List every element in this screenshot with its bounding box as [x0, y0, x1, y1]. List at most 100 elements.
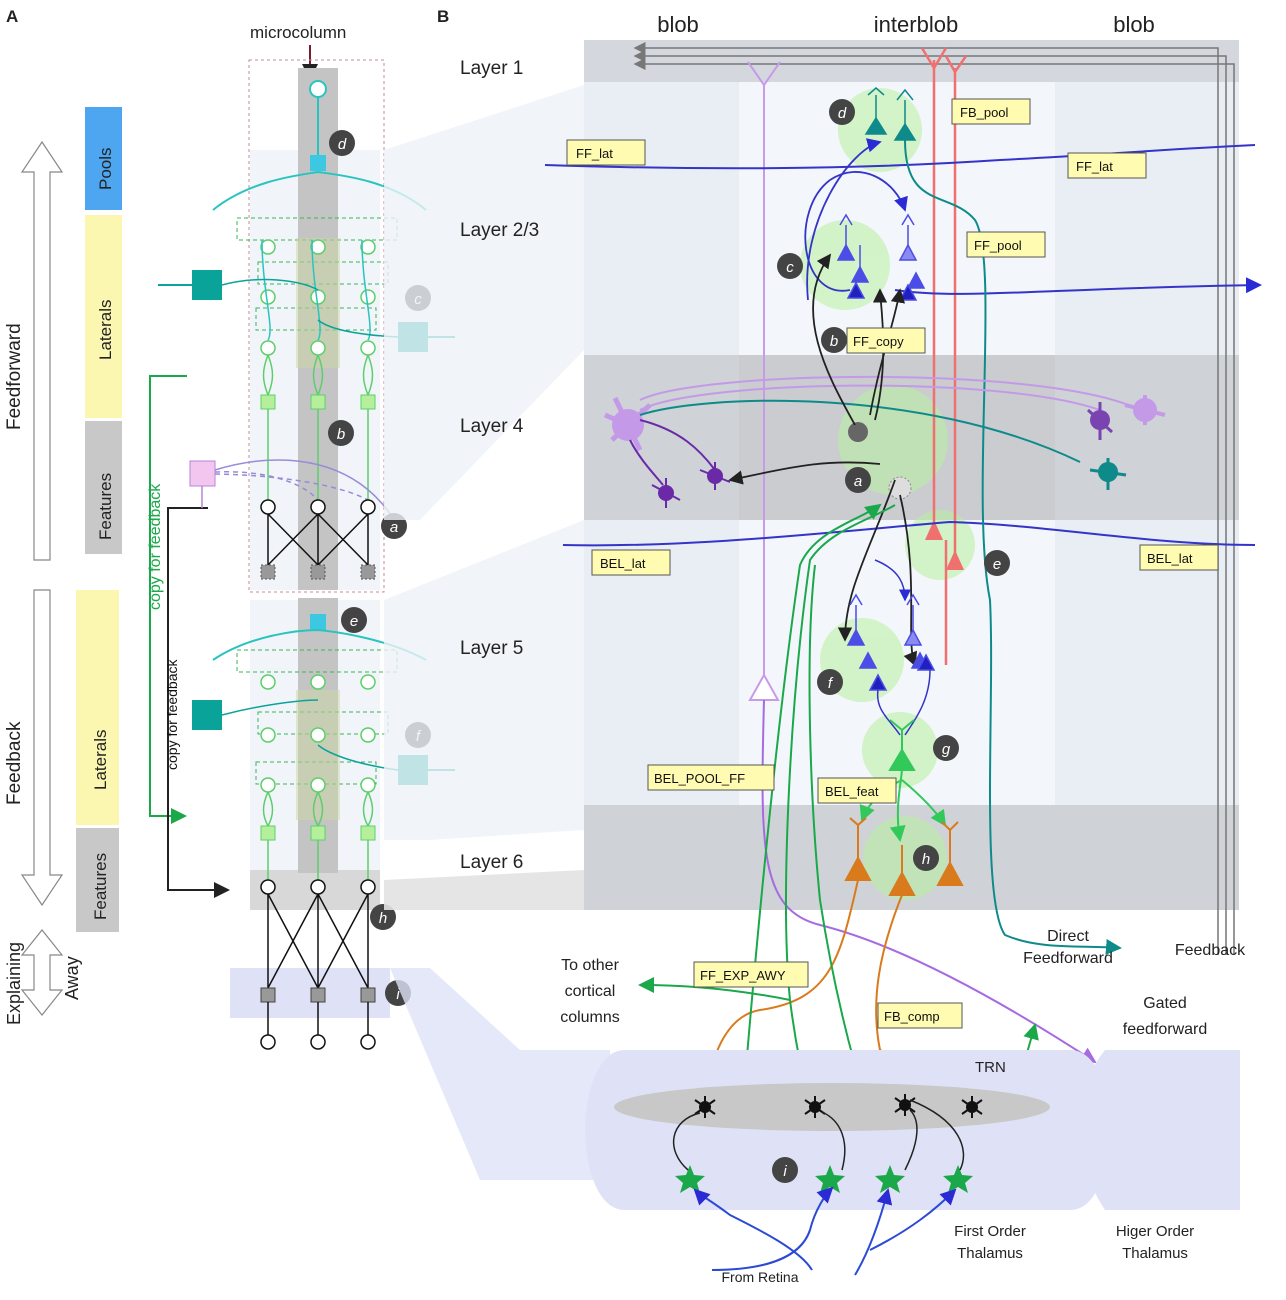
copy-for-feedback-green: copy for feedback — [147, 483, 164, 610]
layer-4-label: Layer 4 — [460, 416, 524, 437]
gated-ff-arrow — [761, 699, 1097, 1064]
b-badge-a: a — [845, 467, 871, 493]
svg-text:FB_pool: FB_pool — [960, 105, 1009, 120]
a-badge-b: b — [328, 420, 354, 446]
g-down — [889, 769, 906, 842]
l4-purple-arc — [639, 384, 1101, 411]
svg-text:b: b — [337, 426, 345, 443]
l23-up — [806, 138, 882, 301]
copy-for-feedback-black: copy for feedback — [164, 658, 180, 770]
l4-to-l5-1 — [837, 479, 896, 642]
gated-text-1: Gated — [1143, 995, 1187, 1012]
copy-feedback-black-line — [167, 507, 230, 898]
b-badge-c: c — [777, 253, 803, 279]
funnel-l6 — [384, 870, 584, 910]
funnel-top — [384, 85, 584, 520]
svg-text:e: e — [350, 613, 358, 630]
l4-to-left — [728, 461, 881, 485]
trn-label: TRN — [975, 1059, 1006, 1076]
layer-5-label: Layer 5 — [460, 638, 523, 659]
b-badge-h: h — [913, 845, 939, 871]
feedforward-label: Feedforward — [4, 323, 25, 430]
microcolumn-label: microcolumn — [250, 23, 346, 42]
to-other-columns-arrow — [638, 977, 791, 1001]
svg-text:i: i — [783, 1163, 787, 1180]
relay-trn-2 — [821, 1111, 846, 1171]
l5-neurons — [846, 593, 936, 691]
laterals-bottom-bar — [76, 590, 119, 825]
salmon-soma-1 — [925, 520, 943, 540]
relay-trn-1 — [672, 1112, 701, 1171]
bel-lat-right-box: BEL_lat — [1139, 544, 1219, 571]
salmon-fb — [920, 47, 968, 665]
svg-text:FF_lat: FF_lat — [1076, 159, 1113, 174]
l4-inner-2 — [629, 439, 664, 486]
first-order-text-1: First Order — [954, 1223, 1026, 1240]
svg-text:FF_copy: FF_copy — [853, 334, 904, 349]
b-badge-f: f — [817, 669, 843, 695]
direct-ff-text-1: Direct — [1047, 928, 1089, 945]
panel-a-label: A — [6, 7, 18, 26]
b-badge-d: d — [829, 99, 855, 125]
l4-to-l23-1 — [812, 253, 856, 426]
svg-text:a: a — [854, 473, 862, 490]
svg-text:c: c — [786, 259, 794, 276]
higher-order-text-1: Higer Order — [1116, 1223, 1194, 1240]
direct-ff-text-2: Feedforward — [1023, 950, 1113, 967]
trn-cells — [694, 1094, 983, 1118]
to-other-text-1: To other — [561, 957, 619, 974]
svg-text:BEL_POOL_FF: BEL_POOL_FF — [654, 771, 745, 786]
l5-to-g2 — [904, 669, 931, 736]
l4-right-cells — [1086, 395, 1166, 490]
svg-text:FB_comp: FB_comp — [884, 1009, 940, 1024]
svg-text:i: i — [396, 986, 400, 1003]
higher-order-thalamus — [1080, 1050, 1240, 1210]
purple-tuft — [747, 61, 781, 87]
l4-to-l5-2 — [899, 494, 918, 667]
b-badge-b: b — [821, 327, 847, 353]
funnel-bottom — [384, 520, 584, 840]
svg-text:g: g — [942, 741, 951, 758]
gated-text-2: feedforward — [1123, 1021, 1208, 1038]
a-badge-e: e — [341, 607, 367, 633]
svg-text:BEL_lat: BEL_lat — [1147, 551, 1193, 566]
l4-left-cells — [604, 396, 731, 508]
explaining-label: Explaining — [4, 942, 24, 1025]
bel-lat-left-box: BEL_lat — [591, 549, 671, 576]
layer1-band — [584, 40, 1239, 82]
l4-inner-1 — [639, 419, 716, 471]
explaining-away-arrow — [20, 929, 64, 1016]
first-order-text-2: Thalamus — [957, 1245, 1023, 1262]
svg-text:d: d — [338, 136, 347, 153]
retina-3 — [854, 1188, 893, 1276]
a-badge-h: h — [370, 904, 396, 930]
g-right — [901, 779, 947, 827]
relay-cells — [675, 1165, 973, 1193]
svg-text:a: a — [390, 519, 398, 536]
l6-to-trn — [702, 879, 859, 1087]
bel-feat-box: BEL_feat — [817, 777, 897, 804]
l4-gray-cell — [848, 422, 868, 442]
away-label: Away — [62, 956, 82, 1000]
svg-text:FF_lat: FF_lat — [576, 146, 613, 161]
features-bottom-label: Features — [91, 853, 110, 920]
from-retina-text: From Retina — [721, 1269, 798, 1285]
ff-lat-line — [544, 144, 1256, 170]
svg-text:h: h — [922, 851, 930, 868]
l23-loop — [804, 179, 851, 292]
to-other-text-2: cortical — [565, 983, 616, 1000]
features-bottom-bar — [76, 828, 119, 932]
svg-text:FF_EXP_AWY: FF_EXP_AWY — [700, 968, 786, 983]
feedforward-arrow — [20, 140, 64, 561]
svg-text:FF_pool: FF_pool — [974, 238, 1022, 253]
retina-4 — [869, 1188, 957, 1251]
layer-6-label: Layer 6 — [460, 852, 523, 873]
laterals-top-bar — [85, 215, 122, 418]
pools-bar — [85, 107, 122, 210]
funnel-thalamus — [390, 968, 610, 1180]
feedback-label: Feedback — [4, 721, 25, 805]
features-top-bar — [85, 421, 122, 554]
feedback-arrow — [20, 589, 64, 907]
svg-text:BEL_feat: BEL_feat — [825, 784, 879, 799]
